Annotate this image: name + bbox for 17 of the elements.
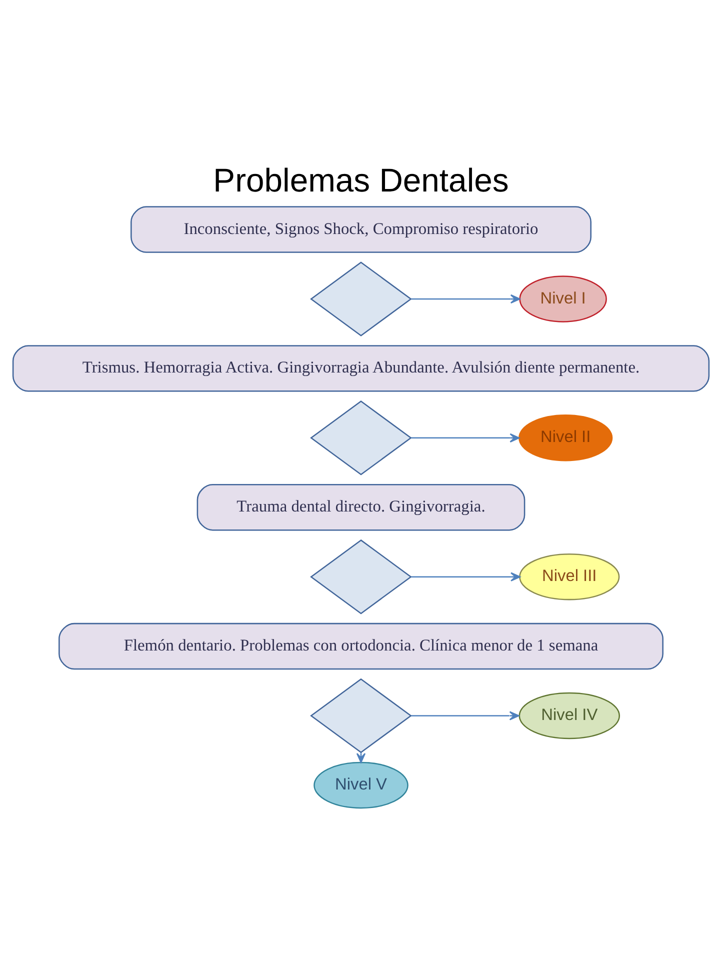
node-diamond [310,261,412,336]
node-ellipse: Nivel III [519,552,620,600]
node-diamond [310,538,412,614]
node-box: Trismus. Hemorragia Activa. Gingivorragia Abundante. Avulsión diente permanente. [12,344,710,392]
node-box: Inconsciente, Signos Shock, Compromiso respiratorio [130,206,592,252]
node-ellipse: Nivel IV [518,692,620,739]
arrow [411,294,520,304]
node-ellipse: Nivel V [314,761,408,808]
node-ellipse: Nivel I [519,275,607,322]
diagram-title: Problemas Dentales [213,160,509,198]
arrow [410,432,520,442]
node-box: Trauma dental directo. Gingivorragia. [196,484,526,530]
arrow [411,572,521,581]
arrow [411,710,520,720]
node-box: Flemón dentario. Problemas con ortodoncia. Clínica menor de 1 semana [58,622,664,670]
node-diamond [310,400,412,475]
node-ellipse: Nivel II [518,414,613,461]
